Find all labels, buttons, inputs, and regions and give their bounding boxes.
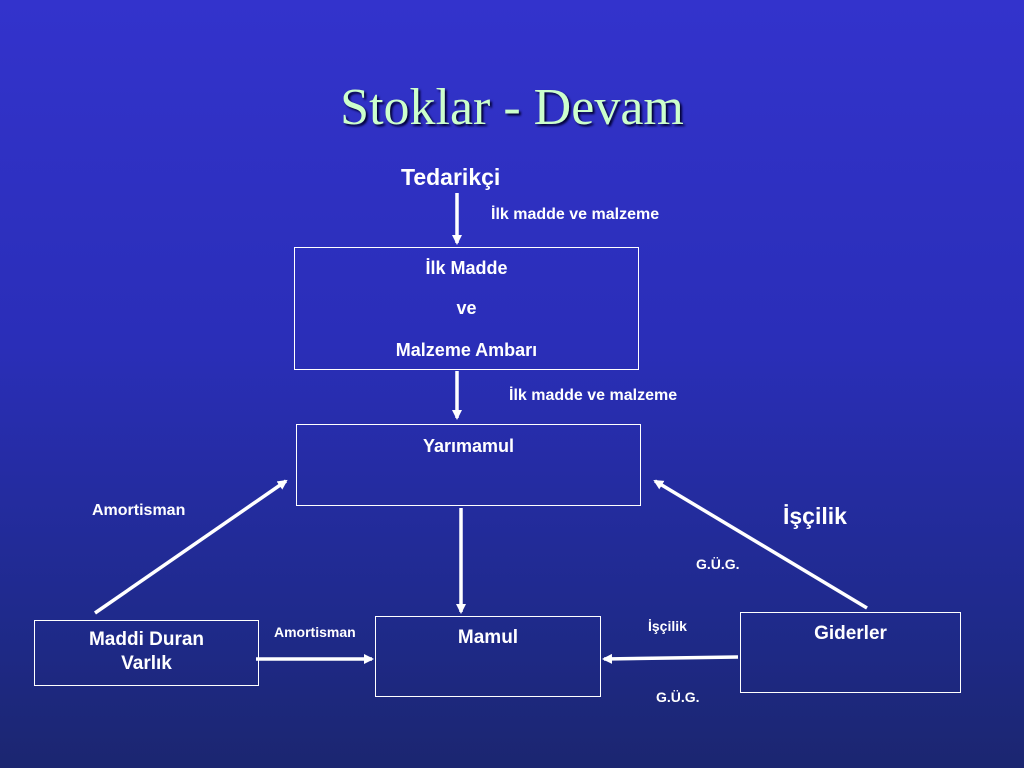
edge-label-labor-to-semi: İşçilik (783, 503, 847, 529)
arrow-expenses-to-finished (602, 653, 739, 664)
raw-material-store-line1: İlk Madde (425, 258, 508, 278)
edge-label-overhead-to-finished: G.Ü.G. (656, 689, 700, 705)
edge-label-store-to-semi: İlk madde ve malzeme (509, 387, 678, 404)
fixed-asset-line2: Varlık (121, 653, 172, 674)
raw-material-store-box: İlk Madde ve Malzeme Ambarı (294, 247, 639, 370)
expenses-label: Giderler (814, 623, 887, 644)
page-title: Stoklar - Devam (340, 79, 684, 136)
edge-label-asset-to-semi: Amortisman (92, 502, 186, 519)
arrow-asset-to-semi (94, 479, 288, 615)
edge-label-supplier-to-store: İlk madde ve malzeme (491, 206, 660, 223)
raw-material-store-line3: Malzeme Ambarı (395, 340, 538, 360)
arrow-expenses-to-semi (653, 479, 868, 610)
semi-finished-label: Yarımamul (422, 436, 515, 456)
expenses-box: Giderler (740, 612, 961, 693)
edge-label-labor-to-finished: İşçilik (648, 618, 687, 634)
fixed-asset-box: Maddi Duran Varlık (34, 620, 259, 686)
edge-label-asset-to-finished: Amortisman (274, 624, 356, 640)
supplier-label: Tedarikçi (401, 164, 501, 190)
finished-goods-label: Mamul (457, 627, 519, 648)
semi-finished-box: Yarımamul (296, 424, 641, 506)
edge-label-overhead-to-semi: G.Ü.G. (696, 556, 740, 572)
raw-material-store-line2: ve (456, 298, 477, 318)
fixed-asset-line1: Maddi Duran (88, 629, 205, 650)
finished-goods-box: Mamul (375, 616, 601, 697)
